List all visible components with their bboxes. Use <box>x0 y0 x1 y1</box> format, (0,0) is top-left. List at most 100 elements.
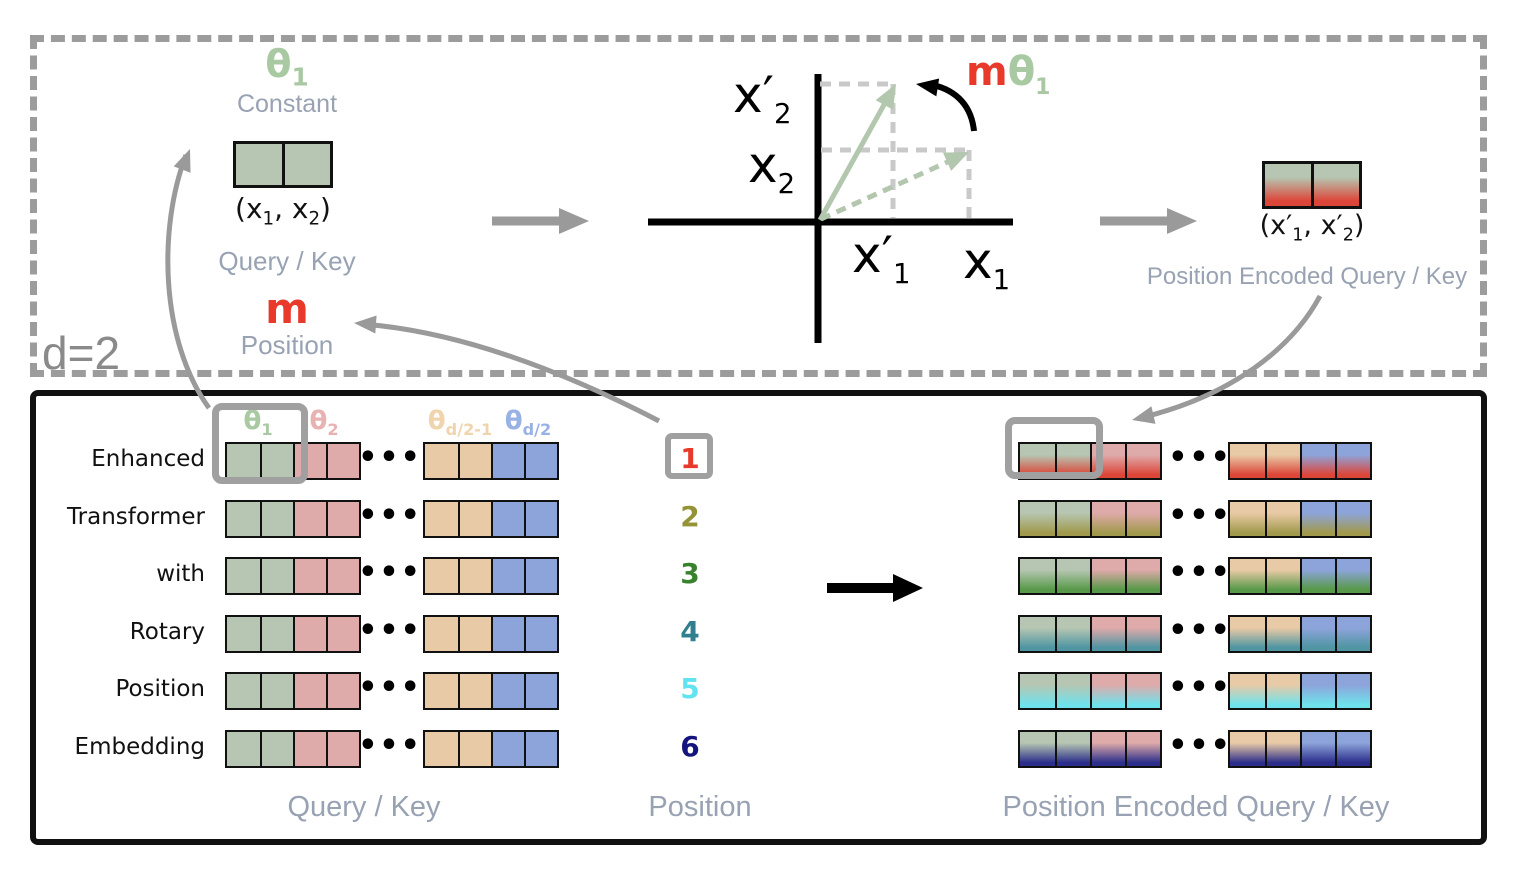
embedding-cell <box>1125 444 1160 478</box>
embedding-cell <box>524 617 557 651</box>
embedding-cell <box>1300 502 1335 536</box>
embedding-cell <box>1230 559 1265 593</box>
footer-encoded-label: Position Encoded Query / Key <box>1002 791 1390 823</box>
embedding-cell <box>1020 732 1055 766</box>
embedding-cell <box>458 559 491 593</box>
embedding-cell <box>1230 444 1265 478</box>
dimension-label: d=2 <box>42 327 121 379</box>
token-word-label: with <box>156 561 205 587</box>
embedding-cell <box>1335 732 1370 766</box>
axis-label-x2-prime: x′2 <box>733 66 792 130</box>
embedding-cell <box>1300 617 1335 651</box>
embedding-cell <box>425 444 458 478</box>
embedding-cell <box>1300 732 1335 766</box>
embedding-cell <box>1230 617 1265 651</box>
ellipsis-dots: ••• <box>358 440 422 475</box>
token-word-label: Position <box>115 676 205 702</box>
query-key-cells-left <box>225 615 361 653</box>
axis-label-x1-prime: x′1 <box>852 226 911 290</box>
embedding-cell <box>1230 502 1265 536</box>
encoded-cells-right <box>1228 730 1372 768</box>
query-key-caption: Query / Key <box>218 246 356 276</box>
embedding-cell <box>1020 502 1055 536</box>
encoded-caption: Position Encoded Query / Key <box>1146 263 1468 290</box>
embedding-cell <box>260 674 293 708</box>
encoded-coords-label: (x′1, x′2) <box>1259 210 1365 246</box>
ellipsis-dots: ••• <box>1168 440 1232 475</box>
position-number: 3 <box>680 557 700 590</box>
query-key-cells-left <box>225 442 361 480</box>
encoded-pair-highlight <box>1005 417 1103 479</box>
embedding-cell <box>260 732 293 766</box>
theta-header: θ2 <box>309 406 339 440</box>
embedding-cell <box>260 617 293 651</box>
ellipsis-dots: ••• <box>1168 728 1232 763</box>
encoded-cells-left <box>1018 557 1162 595</box>
embedding-cell <box>1265 502 1300 536</box>
embedding-cell <box>491 674 524 708</box>
embedding-cell <box>1055 674 1090 708</box>
embedding-cell <box>1125 674 1160 708</box>
ellipsis-dots: ••• <box>358 555 422 590</box>
embedding-cell <box>1335 559 1370 593</box>
embedding-cell <box>1335 502 1370 536</box>
query-key-cells-right <box>423 557 559 595</box>
encoded-cells-right <box>1228 500 1372 538</box>
embedding-cell <box>326 674 359 708</box>
embedding-cell <box>326 732 359 766</box>
embedding-cell <box>227 502 260 536</box>
ellipsis-dots: ••• <box>358 613 422 648</box>
embedding-cell <box>491 502 524 536</box>
embedding-cell <box>1090 559 1125 593</box>
constant-label: Constant <box>236 90 338 118</box>
ellipsis-dots: ••• <box>358 728 422 763</box>
token-word-label: Embedding <box>74 734 205 760</box>
query-key-cells-left <box>225 557 361 595</box>
query-key-cells-right <box>423 615 559 653</box>
ellipsis-dots: ••• <box>358 670 422 705</box>
embedding-cell <box>1125 617 1160 651</box>
encoded-cells-left <box>1018 615 1162 653</box>
embedding-cell <box>227 617 260 651</box>
axis-label-x2: x2 <box>748 136 796 200</box>
embedding-cell <box>458 444 491 478</box>
embedding-cell <box>260 559 293 593</box>
embedding-cell <box>326 502 359 536</box>
theta-header: θ1 <box>243 406 273 440</box>
embedding-cell <box>1020 617 1055 651</box>
position-number: 2 <box>680 500 700 533</box>
embedding-cell <box>227 732 260 766</box>
axis-label-x1: x1 <box>963 232 1011 296</box>
embedding-cell <box>227 674 260 708</box>
encoded-cells-right <box>1228 557 1372 595</box>
embedding-cell <box>1055 559 1090 593</box>
encoded-cell-x1 <box>1265 164 1314 206</box>
encoded-cells-left <box>1018 672 1162 710</box>
token-word-label: Transformer <box>66 504 205 530</box>
position-1-highlight <box>665 433 713 479</box>
position-number: 5 <box>680 672 700 705</box>
embedding-cell <box>1335 617 1370 651</box>
embedding-cell <box>326 444 359 478</box>
query-key-vector-box <box>233 141 333 188</box>
position-caption: Position <box>240 330 334 360</box>
embedding-cell <box>293 674 326 708</box>
encoded-cells-left <box>1018 500 1162 538</box>
embedding-cell <box>458 617 491 651</box>
embedding-cell <box>425 617 458 651</box>
embedding-cell <box>458 732 491 766</box>
embedding-cell <box>1125 559 1160 593</box>
ellipsis-dots: ••• <box>1168 498 1232 533</box>
position-number: 1 <box>680 442 700 475</box>
embedding-cell <box>458 674 491 708</box>
embedding-cell <box>524 559 557 593</box>
embedding-cell <box>458 502 491 536</box>
encoded-cells-right <box>1228 672 1372 710</box>
embedding-cell <box>491 732 524 766</box>
embedding-cell <box>1125 502 1160 536</box>
embedding-cell <box>524 732 557 766</box>
embedding-cell <box>1265 559 1300 593</box>
embedding-cell <box>491 617 524 651</box>
query-key-cells-right <box>423 730 559 768</box>
